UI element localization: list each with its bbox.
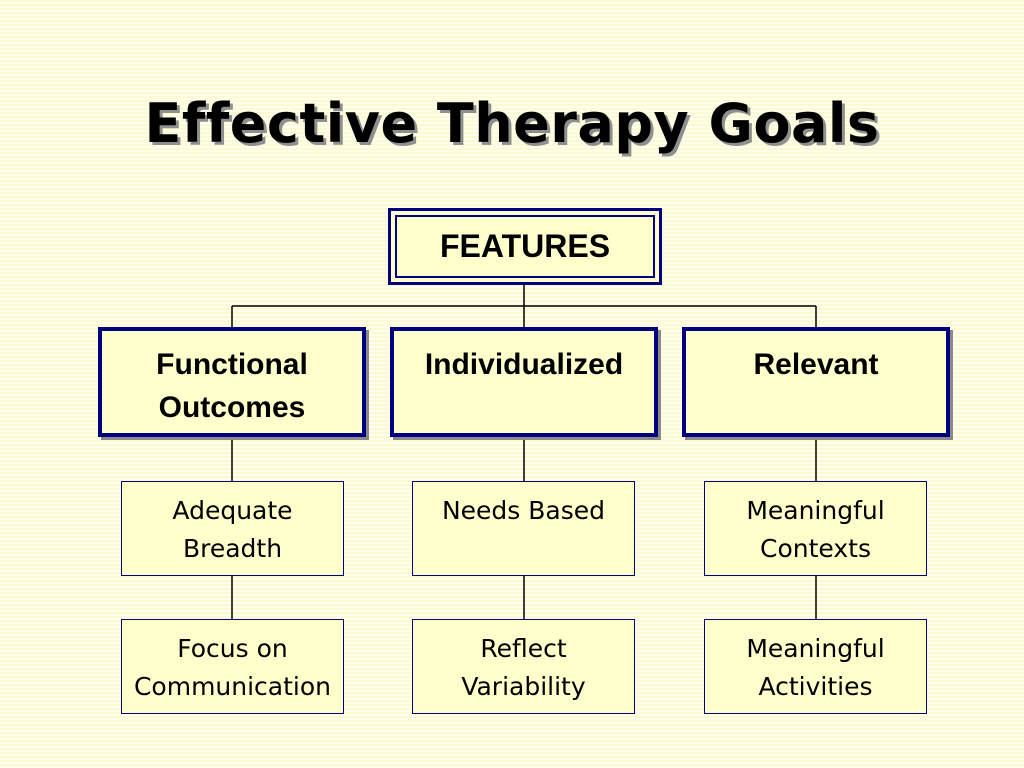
leaf-node-adequate-breadth: Adequate Breadth	[121, 481, 344, 576]
slide-title: Effective Therapy Goals	[144, 92, 880, 155]
leaf-node-meaningful-contexts: Meaningful Contexts	[704, 481, 927, 576]
leaf-node-label: Meaningful Contexts	[746, 496, 885, 563]
root-node-label: FEATURES	[395, 215, 655, 278]
leaf-node-meaningful-activities: Meaningful Activities	[704, 619, 927, 714]
feature-node-label: Relevant	[753, 348, 879, 381]
leaf-node-reflect-variability: Reflect Variability	[412, 619, 635, 714]
leaf-node-label: Reflect Variability	[461, 634, 586, 701]
feature-node-relevant: Relevant	[682, 327, 950, 437]
leaf-node-needs-based: Needs Based	[412, 481, 635, 576]
leaf-node-label: Meaningful Activities	[746, 634, 885, 701]
leaf-node-label: Adequate Breadth	[172, 496, 293, 563]
feature-node-functional-outcomes: Functional Outcomes	[98, 327, 366, 437]
leaf-node-focus-on-communication: Focus on Communication	[121, 619, 344, 714]
feature-node-label: Individualized	[424, 348, 624, 381]
leaf-node-label: Focus on Communication	[133, 634, 332, 701]
root-node-features: FEATURES	[388, 208, 662, 285]
feature-node-individualized: Individualized	[390, 327, 658, 437]
feature-node-label: Functional Outcomes	[156, 348, 308, 424]
leaf-node-label: Needs Based	[441, 496, 606, 525]
